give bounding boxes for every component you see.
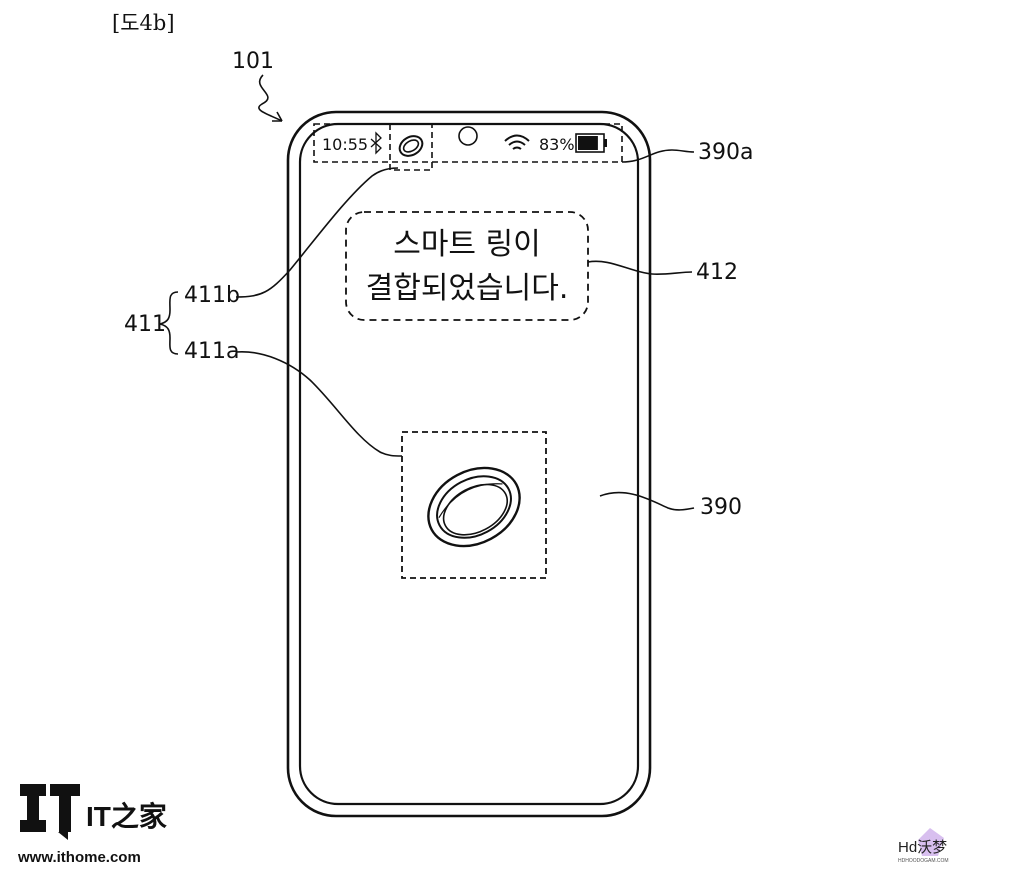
screen-leader (599, 491, 695, 511)
message-leader (587, 260, 693, 276)
hd-logo-text: Hd沃梦 (898, 839, 947, 856)
label-status-bar: 390a (698, 140, 753, 165)
ring-icon (398, 135, 424, 157)
label-screen: 390 (700, 495, 742, 520)
hd-logo-sub: HDHOODOGAM.COM (898, 858, 949, 864)
message-line2: 결합되었습니다. (366, 271, 569, 306)
ithome-logo-text: IT之家 (86, 800, 167, 832)
label-group: 411 (124, 312, 166, 337)
status-bar-region (313, 123, 623, 163)
group-brace (159, 291, 179, 355)
figure-label: [도4b] (112, 11, 175, 35)
label-device: 101 (232, 49, 274, 74)
status-bar-leader (621, 149, 695, 163)
ithome-url: www.ithome.com (17, 849, 141, 866)
label-status-icon: 411b (184, 283, 240, 308)
label-ring-image: 411a (184, 339, 239, 364)
label-message: 412 (696, 260, 738, 285)
message-box (345, 211, 589, 321)
message-line1: 스마트 링이 (393, 227, 541, 262)
hd-logo-shape (918, 828, 944, 856)
device-leader (258, 74, 283, 122)
hd-watermark: Hd沃梦 HDHOODOGAM.COM (898, 828, 949, 864)
ithome-watermark: IT之家 www.ithome.com (17, 784, 167, 866)
wifi-icon (504, 134, 530, 150)
battery-fill (578, 136, 598, 150)
ring-image-leader (235, 351, 403, 457)
battery-icon (575, 133, 607, 153)
camera-hole (458, 126, 478, 146)
ring-illustration (427, 466, 521, 548)
battery-percent: 83% (539, 135, 575, 154)
phone-outer (286, 110, 652, 818)
status-time: 10:55 (322, 135, 368, 154)
status-icon-leader (235, 167, 399, 298)
ithome-logo-mark (20, 784, 80, 840)
status-ring-icon-box (389, 123, 433, 171)
device-arrow (272, 111, 283, 122)
ring-image-box (401, 431, 547, 579)
bluetooth-icon (370, 131, 382, 155)
